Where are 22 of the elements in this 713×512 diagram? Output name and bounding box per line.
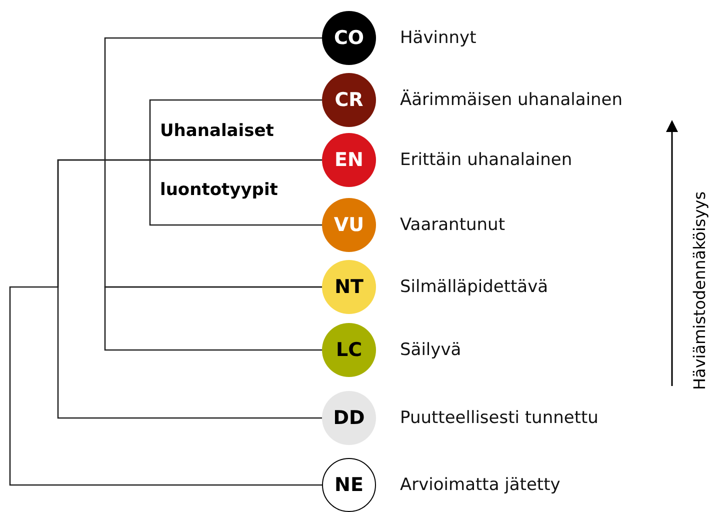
category-circle: NE [322,458,376,512]
tree-connector [104,286,322,351]
category-circle: CO [322,11,376,65]
category-name: Äärimmäisen uhanalainen [400,90,623,110]
category-circle: VU [322,198,376,252]
category-name: Hävinnyt [400,28,476,48]
category-circle: CR [322,73,376,127]
category-name: Säilyvä [400,340,462,360]
category-name: Arvioimatta jätetty [400,475,560,495]
category-circle: DD [322,391,376,445]
group-label: luontotyypit [160,180,278,200]
tree-connector [104,37,322,288]
category-circle: EN [322,133,376,187]
category-name: Silmälläpidettävä [400,277,548,297]
tree-connector [149,99,322,226]
category-name: Erittäin uhanalainen [400,150,572,170]
category-circle: LC [322,323,376,377]
category-name: Puutteellisesti tunnettu [400,408,598,428]
group-label: Uhanalaiset [160,121,274,141]
category-circle: NT [322,260,376,314]
axis-label: Häviämistodennäköisyys [690,191,709,390]
category-name: Vaarantunut [400,215,505,235]
